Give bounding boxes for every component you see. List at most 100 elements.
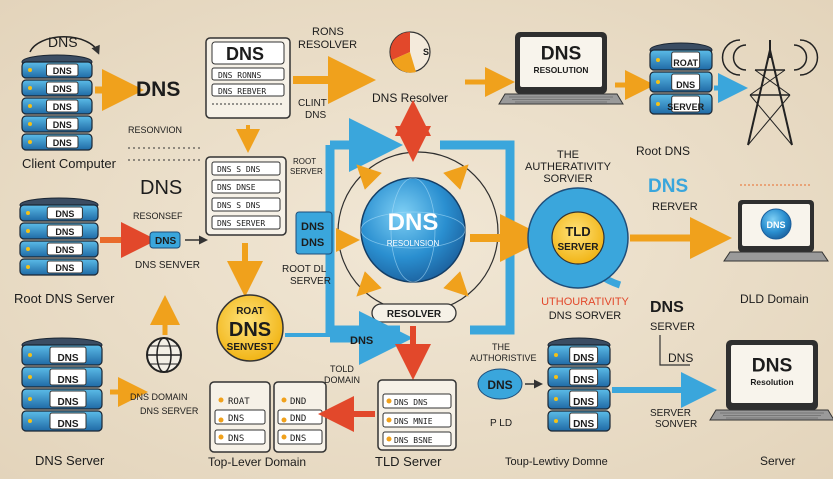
dns-resolver-label: DNS Resolver	[372, 91, 448, 105]
server-unit-label: DNS	[676, 80, 695, 90]
resolver-left-mid-label: RESONSEF	[133, 211, 183, 221]
bottom-left-row-3: DNS	[228, 434, 244, 444]
toup-level-domain-label: Toup-Lewtivy Domne	[505, 456, 608, 468]
left-mid-row-4: DNS SERVER	[217, 219, 265, 228]
dns-right-small-label: DNS	[668, 351, 693, 365]
left-mid-row-2: DNS DNSE	[217, 183, 256, 192]
dns-rerver-label-1: DNS	[648, 176, 688, 197]
tld-row-2: DNS MNIE	[394, 417, 433, 426]
tld-box: DNS DNS DNS MNIE DNS BSNE	[377, 379, 457, 451]
server-unit-label: DNS	[55, 263, 74, 273]
top-box-title: DNS	[226, 44, 264, 64]
dns-server-right-1: DNS	[650, 299, 684, 316]
server-unit-label: DNS	[55, 209, 74, 219]
server-unit-label: ROAT	[673, 58, 698, 68]
dns-bubble-label: DNS	[487, 378, 512, 392]
top-dns-box: DNS DNS RONNS DNS REBVER	[205, 37, 291, 119]
bottom-right-row-2: DND	[290, 414, 306, 424]
server-unit-label: DNS	[53, 138, 72, 148]
dns-dns-box-2: DNS	[301, 237, 324, 249]
tld-server-circle: TLD SERVER	[527, 187, 629, 289]
server-unit-label: DNS	[573, 353, 594, 364]
laptop-screen-text: DNS	[752, 355, 793, 376]
dns-server-bottom-label: DNS Server	[35, 453, 105, 468]
tld-circle-line-2: SERVER	[558, 242, 600, 253]
server-unit-label: DNS	[53, 66, 72, 76]
server-unit-label: DNS	[573, 375, 594, 386]
resolver-pill: RESOLVER	[371, 303, 457, 323]
laptop-screen-text: RESOLUTION	[534, 65, 589, 75]
center-dns-label: DNS	[388, 209, 439, 236]
bottom-box-right: DND DND DNS	[273, 381, 327, 453]
center-globe: DNS RESOLNSION	[360, 177, 466, 283]
dns-rerver-label-2: RERVER	[652, 201, 698, 213]
server-label: Server	[760, 454, 795, 468]
dns-domain-small-label: DNS DOMAIN	[130, 392, 188, 402]
laptop-screen-text: Resolution	[750, 377, 793, 387]
bottom-box-left: ROAT DNS DNS	[209, 381, 271, 453]
server-unit-label: DNS	[57, 353, 78, 364]
server-unit-label: DNS	[57, 419, 78, 430]
bottom-left-row-2: DNS	[228, 414, 244, 424]
title-top-left: DNS	[48, 34, 78, 50]
top-left-dns-arc: DNS	[29, 34, 100, 55]
svg-text:DNS: DNS	[155, 236, 176, 247]
server-unit-label: DNS	[55, 227, 74, 237]
dns-server-right-2: SERVER	[650, 321, 695, 333]
tld-row-1: DNS DNS	[394, 398, 428, 407]
bottom-right-row-3: DNS	[290, 434, 306, 444]
p-ld-label: P LD	[490, 418, 512, 429]
dns-under-pill-label: DNS	[350, 335, 373, 347]
tld-circle-line-1: TLD	[565, 224, 590, 239]
dns-dns-box: DNS DNS	[295, 211, 333, 255]
tld-server-label: TLD Server	[375, 454, 442, 469]
bottom-right-server-stack: DNS DNS DNS DNS	[547, 337, 611, 432]
left-mid-row-1: DNS S DNS	[217, 165, 261, 174]
root-dns-circle: ROAT DNS SENVEST	[216, 294, 284, 362]
center-dns-sub-label: RESOLNSION	[387, 239, 440, 248]
laptop-right-mid-text: DNS	[766, 220, 785, 230]
server-unit-label: DNS	[53, 120, 72, 130]
root-dns-server-label: Root DNS Server	[14, 291, 115, 306]
bottom-left-row-1: ROAT	[228, 397, 250, 407]
left-mid-row-3: DNS S DNS	[217, 201, 261, 210]
dns-mini-box	[149, 231, 181, 249]
server-unit-label: SERVER	[667, 102, 704, 112]
root-dns-box-3: SENVEST	[227, 342, 274, 353]
resolver-pill-label: RESOLVER	[387, 309, 442, 320]
dns-left-mid-label: DNS	[140, 177, 182, 199]
server-unit-label: DNS	[53, 102, 72, 112]
server-unit-label: DNS	[573, 397, 594, 408]
top-level-domain-label: Top-Lever Domain	[208, 455, 306, 469]
dld-domain-label: DLD Domain	[740, 292, 809, 306]
root-dns-box-2: DNS	[229, 319, 271, 341]
dns-server-mid-label: DNS SENVER	[135, 260, 200, 271]
dns-dns-box-1: DNS	[301, 221, 324, 233]
root-left-server-stack: DNS DNS DNS DNS	[19, 197, 99, 276]
top-box-row-1: DNS RONNS	[218, 71, 262, 80]
dns-banner-label: DNS	[136, 78, 180, 101]
bottom-right-row-1: DND	[290, 397, 306, 407]
server-unit-label: DNS	[573, 419, 594, 430]
globe-icon	[146, 337, 182, 373]
server-unit-label: DNS	[55, 245, 74, 255]
left-mid-dns-box: DNS S DNS DNS DNSE DNS S DNS DNS SERVER	[205, 156, 287, 236]
root-dns-label: Root DNS	[636, 144, 690, 158]
server-unit-label: DNS	[57, 397, 78, 408]
tower-icon	[721, 39, 819, 146]
